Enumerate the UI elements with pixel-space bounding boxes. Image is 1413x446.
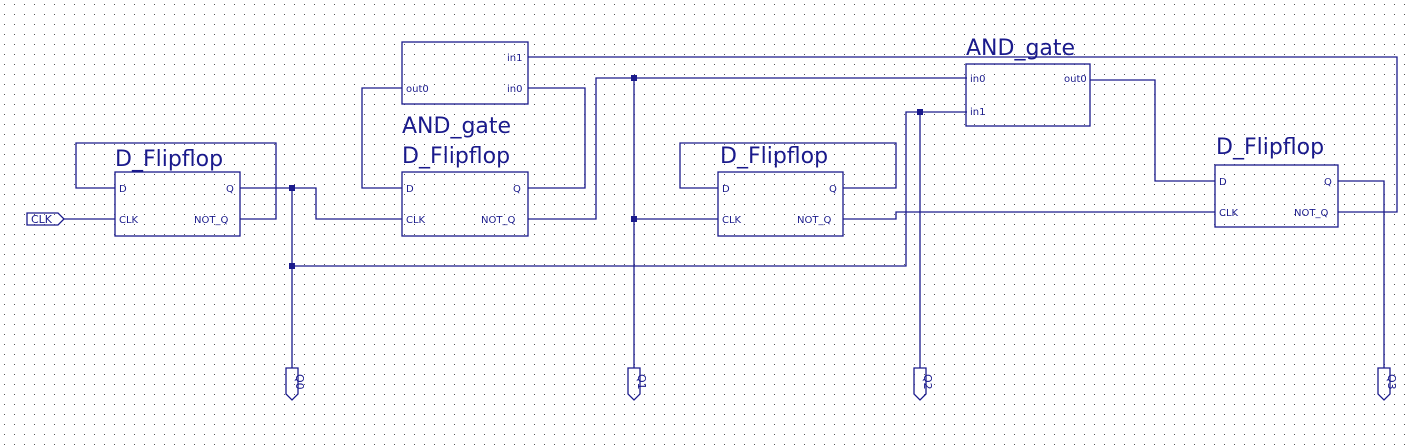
pin-q: Q: [226, 184, 234, 195]
wire-ff0-feedback[interactable]: [75, 142, 277, 220]
component-body[interactable]: [114, 171, 241, 237]
component-body[interactable]: [717, 171, 844, 237]
junction-dot: [289, 263, 295, 269]
component-title: D_Flipflop: [402, 144, 510, 169]
component-title: AND_gate: [966, 36, 1075, 61]
junction-dot: [289, 185, 295, 191]
junction-dot: [631, 75, 637, 81]
output-port-q3[interactable]: Q3: [1377, 367, 1398, 401]
junction-dot: [631, 216, 637, 222]
pin-not-q: NOT_Q: [1294, 208, 1328, 219]
pin-clk: CLK: [119, 215, 139, 226]
pin-d: D: [722, 184, 730, 195]
output-port-q0[interactable]: Q0: [285, 367, 306, 401]
junction-dot: [917, 109, 923, 115]
pin-d: D: [406, 184, 414, 195]
pin-in0: in0: [970, 74, 985, 85]
output-port-q3-label: Q3: [1385, 374, 1398, 390]
component-body[interactable]: [401, 171, 529, 237]
pin-q: Q: [829, 184, 837, 195]
output-port-q2[interactable]: Q2: [913, 367, 934, 401]
wire-ff2-notq-q2-net[interactable]: [843, 211, 1215, 220]
input-port-clk-label: CLK: [31, 213, 53, 226]
pin-out0: out0: [406, 84, 429, 95]
component-d-flipflop-3[interactable]: D_Flipflop D CLK Q NOT_Q: [1214, 135, 1339, 228]
pin-d: D: [119, 184, 127, 195]
pin-in1: in1: [970, 107, 985, 118]
pin-d: D: [1219, 177, 1227, 188]
wire-ff2-feedback[interactable]: [679, 142, 897, 189]
pin-clk: CLK: [722, 215, 742, 226]
component-body[interactable]: [965, 63, 1091, 127]
component-body[interactable]: [401, 41, 529, 105]
pin-q: Q: [1324, 177, 1332, 188]
output-port-q1-label: Q1: [635, 374, 648, 390]
component-body[interactable]: [1214, 164, 1339, 228]
wire-ff1-q-to-and0-in0[interactable]: [528, 87, 586, 189]
component-title: AND_gate: [402, 114, 511, 139]
component-title: D_Flipflop: [1216, 135, 1324, 160]
junctions: [289, 75, 923, 269]
input-port-clk[interactable]: CLK: [26, 212, 65, 226]
output-port-q0-label: Q0: [293, 374, 306, 390]
wire-q0-net[interactable]: [240, 187, 402, 220]
wire-and0-out-to-ff1-d[interactable]: [361, 87, 402, 189]
component-title: D_Flipflop: [720, 144, 828, 169]
pin-not-q: NOT_Q: [481, 215, 515, 226]
pin-not-q: NOT_Q: [194, 215, 228, 226]
output-port-q2-label: Q2: [921, 374, 934, 390]
pin-clk: CLK: [1219, 208, 1239, 219]
pin-in1: in1: [507, 53, 522, 64]
component-d-flipflop-1[interactable]: D_Flipflop D CLK Q NOT_Q: [401, 144, 529, 237]
component-and-gate-1[interactable]: AND_gate in0 in1 out0: [965, 36, 1091, 127]
component-d-flipflop-2[interactable]: D_Flipflop D CLK Q NOT_Q: [717, 144, 844, 237]
wire-q0-to-and1-in1[interactable]: [292, 111, 967, 267]
pin-out0: out0: [1064, 74, 1087, 85]
wire-ff3-notq-to-and0-in1[interactable]: [528, 56, 1398, 213]
pin-not-q: NOT_Q: [797, 215, 831, 226]
pin-in0: in0: [507, 84, 522, 95]
pin-clk: CLK: [406, 215, 426, 226]
wire-ff1-notq-q1-net[interactable]: [528, 77, 967, 220]
wire-and1-out-to-ff3-d[interactable]: [1090, 79, 1215, 182]
wires: [64, 56, 1398, 368]
wire-ff3-q-to-q3[interactable]: [1338, 180, 1385, 368]
component-d-flipflop-0[interactable]: D_Flipflop D CLK Q NOT_Q: [114, 147, 241, 237]
component-title: D_Flipflop: [115, 147, 223, 172]
output-port-q1[interactable]: Q1: [627, 367, 648, 401]
component-and-gate-0[interactable]: in1 in0 out0 AND_gate: [401, 41, 529, 139]
pin-q: Q: [513, 184, 521, 195]
